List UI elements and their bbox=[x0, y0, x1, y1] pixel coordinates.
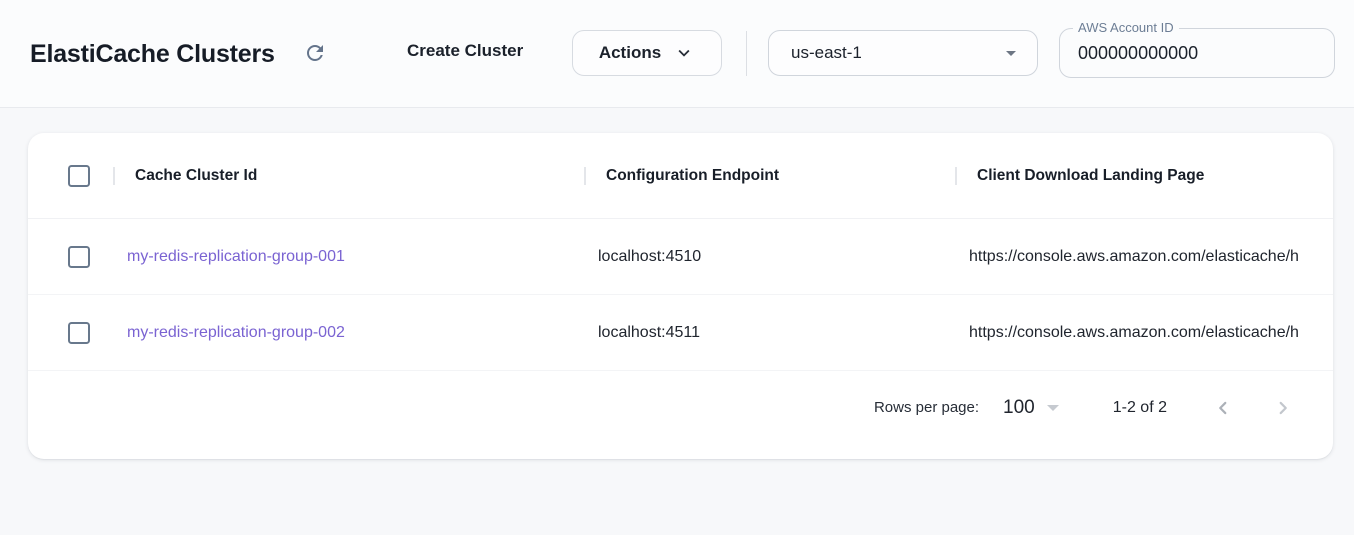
toolbar: ElastiCache Clusters Create Cluster Acti… bbox=[0, 0, 1354, 108]
aws-account-id-input[interactable] bbox=[1060, 29, 1334, 77]
cluster-id-link[interactable]: my-redis-replication-group-001 bbox=[127, 247, 345, 265]
configuration-endpoint-value: localhost:4510 bbox=[598, 247, 702, 265]
pagination-footer: Rows per page: 100 1-2 of 2 bbox=[28, 371, 1333, 458]
client-download-landing-page-value: https://console.aws.amazon.com/elasticac… bbox=[969, 247, 1299, 265]
create-cluster-button[interactable]: Create Cluster bbox=[407, 41, 524, 60]
refresh-icon bbox=[303, 45, 327, 68]
previous-page-button[interactable] bbox=[1211, 396, 1235, 420]
chevron-down-icon bbox=[673, 42, 695, 64]
region-select[interactable]: us-east-1 bbox=[768, 30, 1038, 76]
aws-account-id-field: AWS Account ID bbox=[1059, 20, 1335, 78]
rows-per-page-value: 100 bbox=[1003, 396, 1035, 418]
chevron-left-icon bbox=[1212, 397, 1234, 419]
rows-per-page-label: Rows per page: bbox=[873, 399, 980, 416]
client-download-landing-page-value: https://console.aws.amazon.com/elasticac… bbox=[969, 323, 1299, 341]
table-row: my-redis-replication-group-001 localhost… bbox=[28, 219, 1333, 295]
column-header-configuration-endpoint[interactable]: Configuration Endpoint bbox=[584, 167, 955, 185]
next-page-button[interactable] bbox=[1271, 396, 1295, 420]
aws-account-id-label: AWS Account ID bbox=[1073, 20, 1179, 35]
row-checkbox[interactable] bbox=[68, 321, 90, 344]
actions-button[interactable]: Actions bbox=[572, 30, 722, 76]
toolbar-divider bbox=[746, 31, 747, 76]
select-all-checkbox[interactable] bbox=[68, 164, 90, 187]
column-header-client-download-landing-page[interactable]: Client Download Landing Page bbox=[955, 167, 1333, 185]
actions-button-label: Actions bbox=[598, 43, 662, 62]
rows-per-page-select[interactable]: 100 bbox=[1003, 397, 1059, 419]
dropdown-arrow-icon bbox=[999, 41, 1023, 65]
region-select-value: us-east-1 bbox=[791, 43, 862, 62]
page-title: ElastiCache Clusters bbox=[30, 40, 275, 68]
pagination-range-label: 1-2 of 2 bbox=[1112, 398, 1167, 416]
cluster-id-link[interactable]: my-redis-replication-group-002 bbox=[127, 323, 345, 341]
table-header-row: Cache Cluster Id Configuration Endpoint … bbox=[28, 133, 1333, 219]
row-checkbox[interactable] bbox=[68, 245, 90, 268]
chevron-right-icon bbox=[1272, 397, 1294, 419]
dropdown-arrow-icon bbox=[1046, 404, 1059, 411]
table-row: my-redis-replication-group-002 localhost… bbox=[28, 295, 1333, 371]
column-header-cache-cluster-id[interactable]: Cache Cluster Id bbox=[113, 167, 584, 185]
configuration-endpoint-value: localhost:4511 bbox=[598, 323, 700, 341]
clusters-table-card: Cache Cluster Id Configuration Endpoint … bbox=[28, 133, 1333, 459]
refresh-button[interactable] bbox=[302, 41, 328, 67]
